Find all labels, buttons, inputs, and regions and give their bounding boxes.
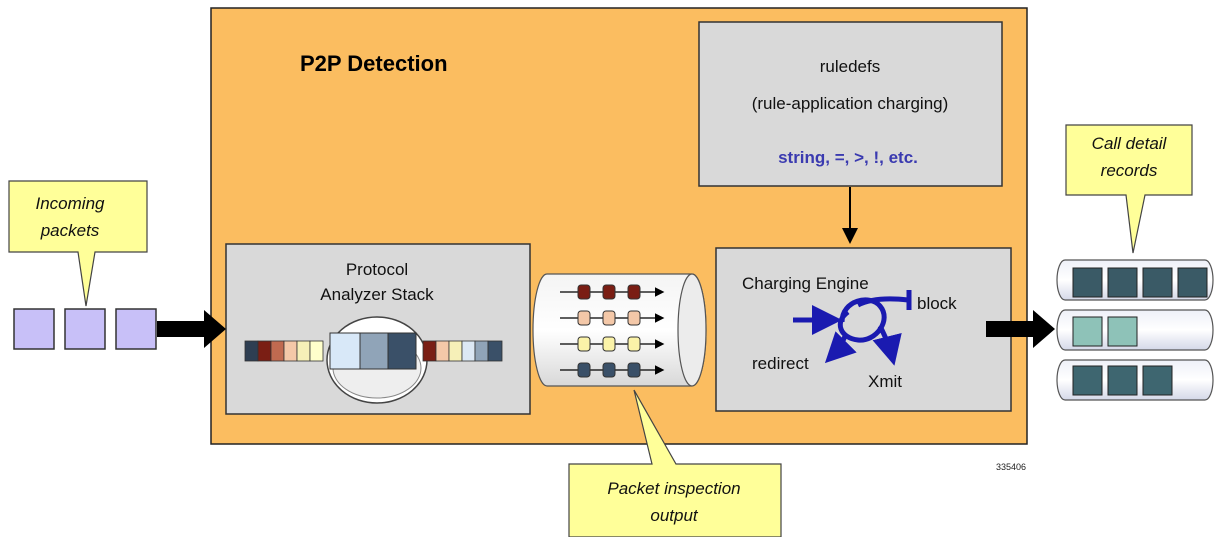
- flow-row-4: [560, 362, 665, 378]
- incoming-packets: [13, 308, 157, 350]
- xmit-label: Xmit: [868, 372, 902, 391]
- frame-title: P2P Detection: [300, 51, 448, 76]
- ruledefs-title: ruledefs: [820, 57, 880, 76]
- charging-engine-box: Charging Engine block redirect Xmit: [715, 247, 1012, 412]
- callout-incoming-line2: packets: [40, 221, 100, 240]
- protocol-analyzer-line1: Protocol: [346, 260, 408, 279]
- callout-packet-inspection: Packet inspection output: [568, 389, 782, 537]
- figure-id: 335406: [996, 462, 1026, 472]
- packet-strip: [244, 332, 503, 370]
- redirect-label: redirect: [752, 354, 809, 373]
- output-arrow: [986, 310, 1055, 348]
- cdr-stack: [1056, 259, 1214, 401]
- charging-engine-title: Charging Engine: [742, 274, 869, 293]
- flow-row-3: [560, 336, 665, 352]
- cdr-row-3: [1056, 359, 1214, 401]
- cdr-row-2: [1056, 309, 1214, 351]
- ruledefs-operators: string, =, >, !, etc.: [778, 148, 918, 167]
- packet-inspection-tube: [532, 273, 707, 387]
- block-label: block: [917, 294, 957, 313]
- callout-incoming-packets: Incoming packets: [8, 180, 148, 307]
- callout-inspection-line1: Packet inspection: [607, 479, 740, 498]
- protocol-analyzer-line2: Analyzer Stack: [320, 285, 434, 304]
- callout-cdr-line2: records: [1101, 161, 1158, 180]
- callout-call-detail-records: Call detail records: [1065, 124, 1193, 254]
- callout-inspection-line2: output: [650, 506, 699, 525]
- ruledefs-subtitle: (rule-application charging): [752, 94, 949, 113]
- charging-flow-icon: [793, 290, 912, 366]
- protocol-analyzer-box: Protocol Analyzer Stack: [225, 243, 531, 415]
- ruledefs-box: ruledefs (rule-application charging) str…: [698, 21, 1003, 187]
- callout-incoming-line1: Incoming: [36, 194, 106, 213]
- callout-cdr-line1: Call detail: [1092, 134, 1168, 153]
- flow-row-1: [560, 284, 665, 300]
- cdr-row-1: [1056, 259, 1214, 301]
- input-arrow: [157, 310, 226, 348]
- flow-row-2: [560, 310, 665, 326]
